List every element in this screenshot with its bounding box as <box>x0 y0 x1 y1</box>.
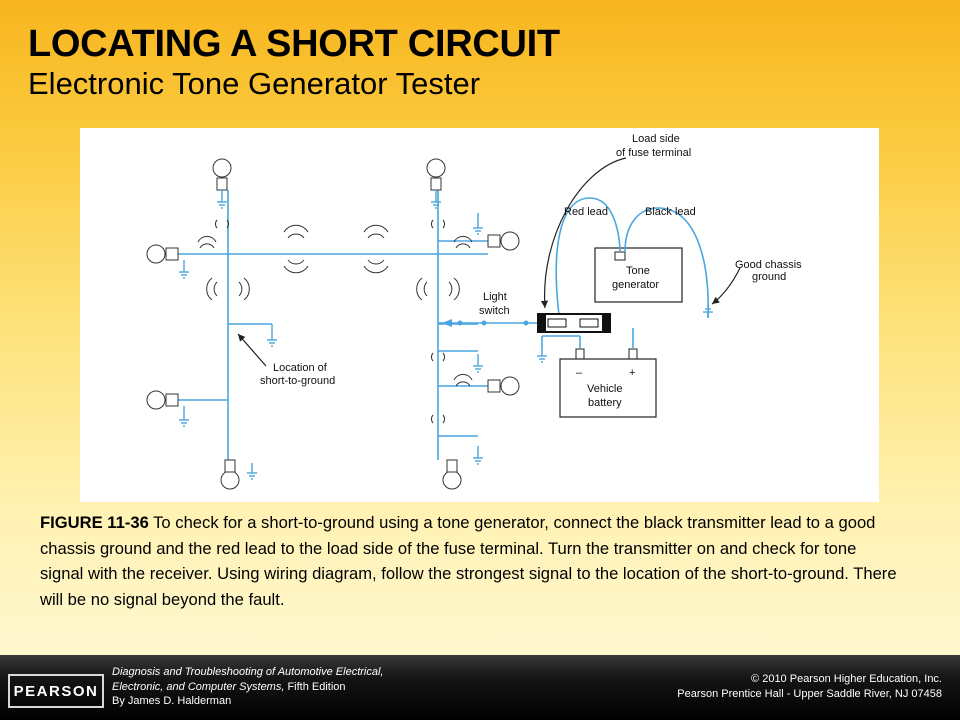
label-tone-generator-2: generator <box>612 279 659 291</box>
book-author: By James D. Halderman <box>112 695 232 707</box>
light-switch <box>442 319 529 327</box>
label-black-lead: Black lead <box>645 206 696 218</box>
fuse-terminal <box>537 313 611 333</box>
ground-symbols <box>179 190 713 480</box>
copyright: © 2010 Pearson Higher Education, Inc. Pe… <box>677 672 942 702</box>
label-location-2: short-to-ground <box>260 375 335 387</box>
book-info: Diagnosis and Troubleshooting of Automot… <box>112 665 383 709</box>
label-location-1: Location of <box>273 362 328 374</box>
label-vehicle-battery-1: Vehicle <box>587 383 622 395</box>
book-title-line2: Electronic, and Computer Systems, <box>112 680 285 693</box>
bulbs <box>146 158 520 490</box>
label-chassis-ground-1: Good chassis <box>735 259 802 271</box>
copyright-line1: © 2010 Pearson Higher Education, Inc. <box>751 673 942 685</box>
label-tone-generator-1: Tone <box>626 265 650 277</box>
label-battery-plus: + <box>629 367 635 379</box>
tone-signals <box>197 219 473 424</box>
circuit-wires <box>170 190 709 460</box>
title-block: LOCATING A SHORT CIRCUIT Electronic Tone… <box>28 22 560 102</box>
label-light-switch-2: switch <box>479 305 510 317</box>
figure-caption: FIGURE 11-36 To check for a short-to-gro… <box>40 510 900 612</box>
label-load-side-2: of fuse terminal <box>616 147 691 159</box>
label-light-switch-1: Light <box>483 291 507 303</box>
diagram-labels: Load side of fuse terminal Red lead Blac… <box>260 133 802 409</box>
slide-subtitle: Electronic Tone Generator Tester <box>28 66 481 101</box>
annotation-arrows <box>237 157 741 367</box>
footer: PEARSON Diagnosis and Troubleshooting of… <box>0 655 960 720</box>
figure-label: FIGURE 11-36 <box>40 513 149 532</box>
label-vehicle-battery-2: battery <box>588 397 622 409</box>
book-edition: Fifth Edition <box>284 680 346 693</box>
circuit-diagram: Load side of fuse terminal Red lead Blac… <box>80 128 879 502</box>
label-chassis-ground-2: ground <box>752 271 786 283</box>
label-load-side-1: Load side <box>632 133 680 145</box>
label-battery-minus: – <box>576 367 583 379</box>
caption-text: To check for a short-to-ground using a t… <box>40 513 897 609</box>
pearson-logo: PEARSON <box>8 674 104 708</box>
copyright-line2: Pearson Prentice Hall - Upper Saddle Riv… <box>677 688 942 700</box>
slide-title: LOCATING A SHORT CIRCUIT <box>28 23 560 65</box>
book-title-line1: Diagnosis and Troubleshooting of Automot… <box>112 666 384 678</box>
label-red-lead: Red lead <box>564 206 608 218</box>
